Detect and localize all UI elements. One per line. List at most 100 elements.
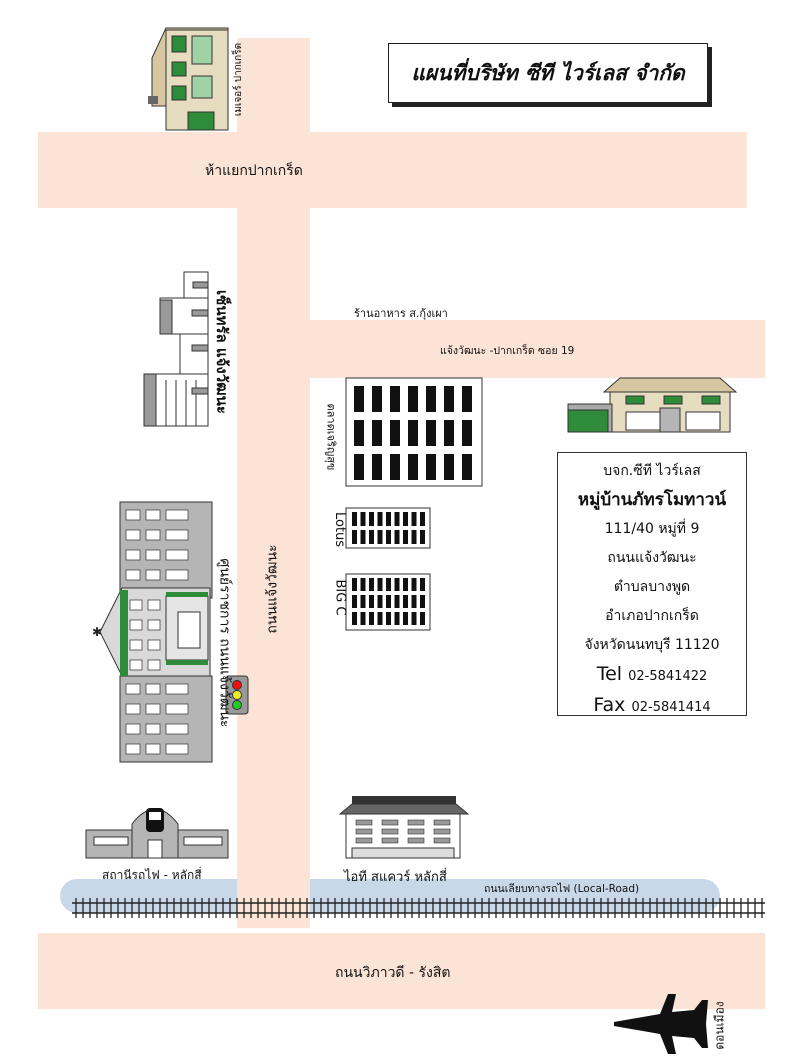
lotus-stall [394,530,400,544]
gov-window [165,743,189,755]
company-province: จังหวัดนนทบุรี 11120 [584,637,720,653]
lotus-stall [369,530,374,544]
market-stall [444,454,454,480]
company-address: 111/40 หมู่ที่ 9 [604,521,700,537]
svg-text:✱: ✱ [92,625,102,639]
company-name: บจก.ซีที ไวร์เลส [603,463,701,479]
bigc-stall [420,595,425,608]
gov-window [129,639,143,651]
gov-window [147,659,161,671]
it-window [433,819,451,826]
it-window [381,819,399,826]
company-tel: Tel 02-5841422 [558,660,746,691]
market-stall [390,454,400,480]
gov-window [165,703,189,715]
tel-number: 02-5841422 [628,669,708,684]
gov-window [129,619,143,631]
label-bigc: BIG C [332,579,348,616]
road-junction-horizontal [38,132,747,208]
market-building [345,377,483,487]
lotus-stall [352,512,357,526]
road-vibhavadi [38,933,765,1009]
gov-window [125,723,141,735]
bigc-stall [369,578,374,591]
bigc-stall [369,595,374,608]
label-local-road: ถนนเลียบทางรถไฟ (Local-Road) [484,883,640,895]
airplane-icon [614,994,708,1054]
lotus-stall [369,512,374,526]
bigc-stall [386,612,391,625]
road-main-vertical-overlap [237,870,310,920]
bigc-stall [411,578,417,591]
company-house-icon [567,377,738,433]
bigc-stall [386,578,391,591]
company-fax: Fax 02-5841414 [558,691,746,722]
bigc-stall [369,612,374,625]
gov-window [147,639,161,651]
lotus-stall [411,530,417,544]
it-window [433,837,451,844]
lotus-stall [377,530,383,544]
fax-label: Fax [593,694,626,716]
it-window [407,837,425,844]
market-stall [390,386,400,412]
gov-window [145,683,161,695]
it-window [407,819,425,826]
it-window [381,837,399,844]
label-main-vertical: ถนนแจ้งวัฒนะ [264,544,281,634]
lotus-stall [386,530,391,544]
bigc-stall [403,612,408,625]
market-stall [444,420,454,446]
label-vibhavadi: ถนนวิภาวดี - รังสิต [335,965,451,981]
bigc-stall [394,612,400,625]
gov-window [125,529,141,541]
it-window [381,828,399,835]
it-window [355,828,373,835]
gov-window [145,703,161,715]
it-window [355,837,373,844]
gov-center-building: ✱ [92,501,213,763]
gov-window [145,509,161,521]
tel-label: Tel [596,663,623,685]
label-don-mueang: ดอนเมือง [712,1001,727,1050]
label-major-pakkret: เมเจอร์ ปากเกร็ด [233,42,245,117]
market-stall [408,454,418,480]
lotus-stall [403,512,408,526]
bigc-stall [352,612,357,625]
gov-window [145,529,161,541]
label-market: ตลาดเจริญสุข [324,403,338,471]
company-district: อำเภอปากเกร็ด [605,608,699,624]
lotus-stall [386,512,391,526]
bigc-stall [352,595,357,608]
market-stall [462,386,472,412]
company-street: ถนนแจ้งวัฒนะ [607,550,697,566]
bigc-stall [411,595,417,608]
label-top-junction: ห้าแยกปากเกร็ด [205,163,303,179]
market-stall [372,454,382,480]
it-window [355,819,373,826]
gov-window [165,549,189,561]
market-stall [444,386,454,412]
label-train-station: สถานีรถไฟ - หลักสี่ [102,868,202,882]
bigc-stall [394,595,400,608]
bigc-building [345,573,431,631]
gov-window [145,723,161,735]
bigc-stall [403,595,408,608]
label-soi19: แจ้งวัฒนะ -ปากเกร็ด ซอย 19 [440,345,575,357]
gov-window [147,599,161,611]
lotus-stall [360,512,366,526]
road-main-vertical [237,38,310,928]
gov-window [125,703,141,715]
bigc-stall [360,612,366,625]
traffic-light-icon [225,675,249,715]
lotus-stall [420,512,425,526]
train-station-building [85,808,229,859]
gov-window [165,683,189,695]
label-gov-center: ศูนย์ราชการ ถนนแจ้งวัฒนะ [216,558,233,728]
market-stall [372,386,382,412]
lotus-stall [411,512,417,526]
bigc-stall [403,578,408,591]
lotus-building [345,507,431,549]
label-restaurant: ร้านอาหาร ส.กุ้งเผา [354,307,448,320]
